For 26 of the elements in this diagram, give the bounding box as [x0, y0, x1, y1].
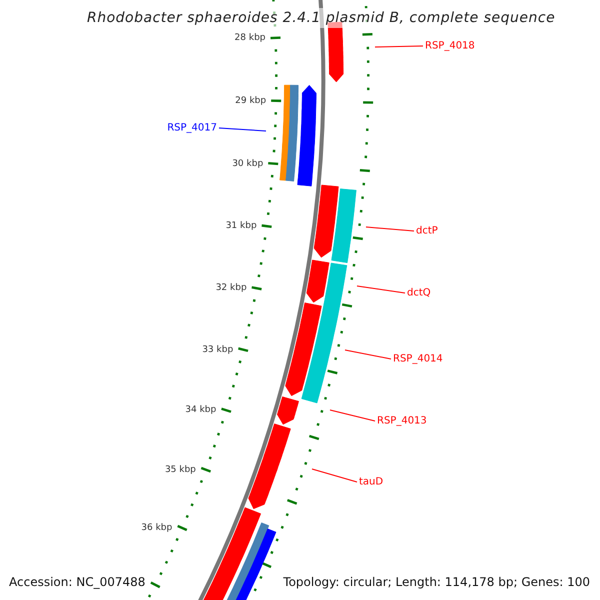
gene-label: dctP — [416, 224, 438, 238]
scale-label: 32 kbp — [216, 282, 247, 294]
scale-label: 36 kbp — [141, 522, 172, 534]
leader-line — [344, 350, 392, 360]
scale-label: 31 kbp — [226, 220, 257, 232]
scale-label: 30 kbp — [232, 158, 264, 170]
accession-text: Accession: NC_007488 — [9, 574, 146, 590]
gene-label: RSP_4018 — [425, 40, 475, 52]
leader-line — [312, 468, 358, 482]
diagram-title: Rhodobacter sphaeroides 2.4.1 plasmid B, complete sequence — [87, 8, 556, 28]
leader-line — [374, 46, 424, 48]
scale-label: 35 kbp — [164, 464, 196, 476]
gene-label: RSP_4013 — [377, 414, 427, 428]
scale-label: 33 kbp — [202, 344, 234, 356]
leader-line — [218, 128, 266, 132]
leader-line — [330, 410, 376, 422]
scale-label: 29 kbp — [235, 94, 266, 107]
gene-label: dctQ — [407, 286, 431, 300]
gene-label: RSP_4014 — [393, 352, 443, 366]
gene-label: RSP_4017 — [167, 122, 217, 134]
scale-label: 34 kbp — [185, 404, 216, 416]
leader-line — [366, 226, 414, 232]
leader-line — [356, 286, 406, 294]
gene-label: tauD — [359, 476, 384, 488]
scale-label: 28 kbp — [234, 32, 266, 44]
summary-text: Topology: circular; Length: 114,178 bp; Genes: 100 — [283, 574, 590, 590]
